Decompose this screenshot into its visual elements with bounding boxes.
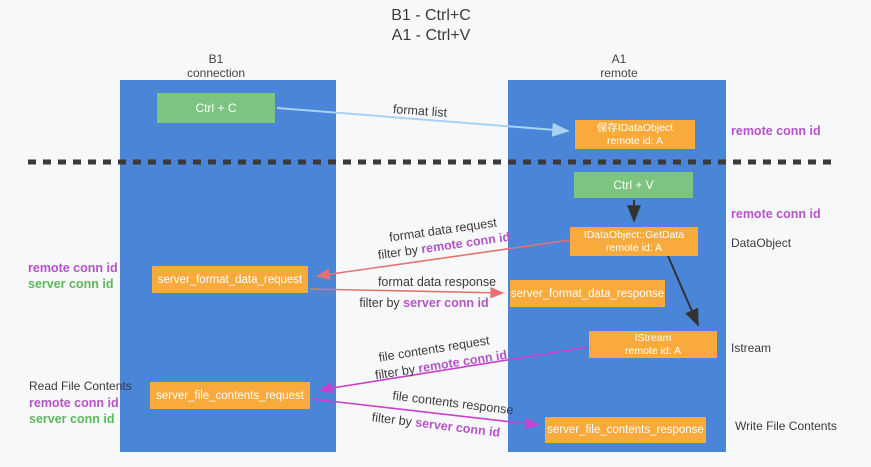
column-b1-role: connection (186, 66, 246, 80)
column-b1-name: B1 (208, 52, 224, 66)
arrow-format-data-response (309, 287, 505, 299)
label-left-server-conn-id-1: server conn id (28, 277, 114, 291)
box-save-idataobject: 保存IDataObject remote id: A (575, 120, 695, 149)
box-istream-line2: remote id: A (624, 344, 682, 357)
box-save-idataobject-line2: remote id: A (606, 134, 664, 147)
box-server-file-contents-response: server_file_contents_response (545, 417, 706, 443)
label-left-remote-conn-id-1: remote conn id (28, 261, 118, 275)
label-filter-file-response: filter by server conn id (371, 410, 501, 440)
label-format-data-response: format data response (377, 275, 497, 289)
column-a1-role: remote (600, 66, 638, 80)
label-istream: Istream (731, 341, 772, 355)
box-getdata-line2: remote id: A (605, 241, 663, 254)
filter-prefix: filter by (374, 361, 420, 383)
column-header-b1: B1 connection (116, 52, 316, 80)
filter-prefix: filter by (376, 242, 423, 263)
title-line-2: A1 - Ctrl+V (391, 27, 471, 44)
label-format-list: format list (392, 102, 448, 120)
column-a1-name: A1 (611, 52, 627, 66)
box-ctrl-v: Ctrl + V (574, 172, 693, 198)
label-write-file-contents: Write File Contents (735, 419, 837, 433)
label-left-remote-conn-id-2: remote conn id (29, 396, 119, 410)
box-getdata-line1: IDataObject::GetData (583, 228, 685, 241)
label-filter-format-response: filter by server conn id (359, 296, 488, 310)
box-save-idataobject-line1: 保存IDataObject (596, 121, 674, 134)
title-line-1: B1 - Ctrl+C (391, 7, 471, 24)
label-right-remote-conn-id-mid: remote conn id (731, 207, 821, 221)
label-read-file-contents: Read File Contents (29, 379, 132, 393)
box-idataobject-getdata: IDataObject::GetData remote id: A (570, 227, 698, 256)
box-istream: IStream remote id: A (589, 331, 717, 358)
filter-server-conn-id: server conn id (414, 415, 501, 440)
label-right-remote-conn-id-top: remote conn id (731, 124, 821, 138)
box-server-format-data-response: server_format_data_response (510, 280, 665, 307)
box-server-format-data-request: server_format_data_request (152, 266, 308, 293)
filter-server-conn-id: server conn id (403, 296, 489, 310)
filter-prefix: filter by (371, 410, 417, 430)
label-dataobject: DataObject (731, 236, 792, 250)
label-left-server-conn-id-2: server conn id (29, 412, 115, 426)
diagram-title: B1 - Ctrl+C A1 - Ctrl+V (331, 6, 531, 46)
box-server-file-contents-request: server_file_contents_request (150, 382, 310, 409)
label-file-contents-response: file contents response (391, 388, 515, 418)
filter-prefix: filter by (359, 296, 404, 310)
box-istream-line1: IStream (634, 331, 672, 344)
box-ctrl-c: Ctrl + C (157, 93, 275, 123)
column-header-a1: A1 remote (519, 52, 719, 80)
